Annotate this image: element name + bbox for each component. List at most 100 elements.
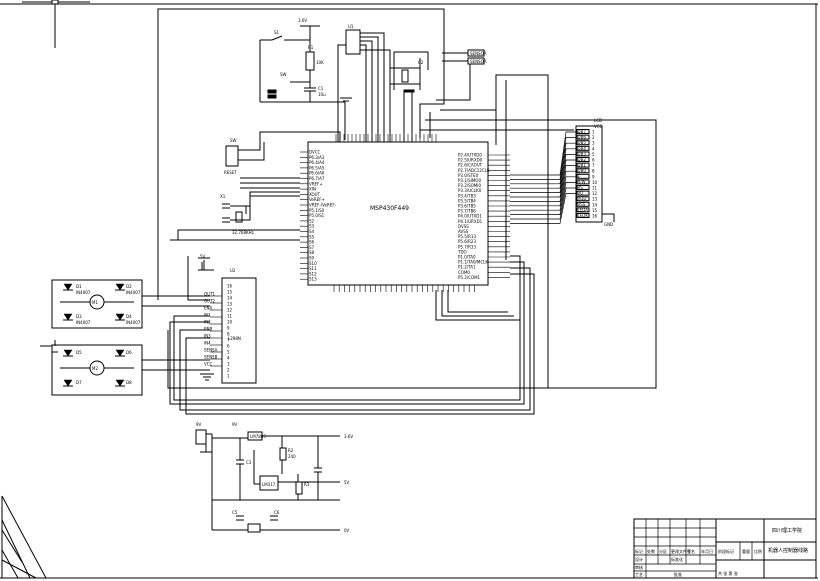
svg-text:240: 240 [288, 454, 296, 459]
mcu-pin-label: P3.3/UCLK0 [458, 188, 482, 193]
lcd-wire [510, 142, 577, 185]
mcu-pin-label: P5.6/R23 [458, 239, 476, 244]
svg-text:IN4007: IN4007 [76, 320, 91, 325]
svg-text:9V: 9V [232, 422, 238, 427]
mcu-right-pins: P2.4/UTXD0P2.5/URXD0P2.6/CAOUTP2.7/ADC12… [457, 153, 510, 280]
mcu-bottom-pins [333, 285, 475, 292]
svg-text:U1: U1 [348, 24, 354, 29]
lcd-pin-number: 12 [592, 191, 598, 196]
l298-pin-number: 9 [227, 326, 230, 331]
sheet-count: 共 张 第 张 [718, 570, 738, 576]
l298-pin-number: 7 [227, 338, 230, 343]
mcu-chip: MSP430F449 DVCCP6.3/A3P6.4/A4P6.5/A5P6.6… [300, 134, 510, 292]
svg-text:IN4007: IN4007 [76, 290, 91, 295]
lcd-wire [510, 148, 577, 189]
svg-text:3.6V: 3.6V [344, 434, 353, 439]
svg-text:SW: SW [230, 138, 237, 143]
mcu-pin-label: COM0 [458, 270, 470, 275]
l298-pin-label: SENSB [204, 355, 218, 360]
svg-text:D6: D6 [126, 350, 132, 355]
svg-text:D4: D4 [126, 314, 132, 319]
lcd-pin-label: VO [578, 191, 584, 196]
svg-text:10K: 10K [316, 60, 324, 65]
svg-text:IN4007: IN4007 [126, 320, 141, 325]
lcd-wire [510, 159, 577, 198]
svg-text:D2: D2 [126, 284, 132, 289]
lcd-pin-box [576, 157, 590, 162]
l298-pin-number: 14 [227, 296, 233, 301]
mcu-pin-label: S3 [309, 224, 315, 229]
lcd-pin-number: 9 [592, 174, 595, 179]
mcu-pin-label: P5.0/S1 [309, 213, 325, 218]
l298-pin-label: OUT1 [204, 292, 216, 297]
mcu-pin-label: S7 [309, 245, 315, 250]
lcd-pin-number: 6 [592, 158, 595, 163]
school-name: 四川理工学院 [772, 527, 802, 534]
l298-pin-label: ENA [204, 306, 213, 311]
lcd-pin-box [576, 151, 590, 157]
mcu-pin-label: P6.7/A7 [309, 176, 325, 181]
mcu-pin-label: P2.7/ADC12CLK [458, 168, 490, 173]
mcu-pin-label: VeREF+ [309, 197, 325, 202]
l298-pin-number: 10 [227, 320, 233, 325]
title-block-label: 分区 [659, 548, 667, 554]
lcd-pin-number: 7 [592, 163, 595, 168]
svg-text:D7: D7 [76, 380, 82, 385]
svg-text:M1: M1 [92, 300, 98, 305]
title-block: 四川理工学院 机器人控制器线路 标记处数分区更改文件号签名年月日设计标准化阶段标… [633, 518, 817, 579]
title-block-label: 工艺 [635, 572, 643, 577]
lcd-pin-label: DB6 [578, 135, 587, 140]
svg-text:SW: SW [280, 72, 287, 77]
l298-pin-label: IN1 [204, 313, 211, 318]
power-supply: 9V 9V LM7805 3.6V C3 LM317 R2 240 R3 [195, 422, 353, 533]
svg-text:LM317: LM317 [262, 482, 276, 487]
mcu-pin-label: S2 [309, 218, 315, 223]
svg-text:SENSOR: SENSOR [470, 51, 487, 56]
mcu-pin-label: P5.1/S0 [309, 208, 325, 213]
mcu-pin-label: P4.1/URXD1 [458, 219, 483, 224]
l298-pin-number: 12 [227, 308, 233, 313]
mcu-pin-label: P6.6/A6 [309, 171, 325, 176]
svg-text:LM7805: LM7805 [250, 434, 266, 439]
lcd-pin-box [576, 162, 590, 168]
l298-pin-number: 5 [227, 350, 230, 355]
lcd-pin-number: 11 [592, 186, 598, 191]
lcd-pin-box [576, 168, 590, 174]
lcd-pin-box [576, 140, 590, 146]
mcu-pin-label: S4 [309, 229, 315, 234]
mcu-pin-label: S9 [309, 256, 315, 261]
svg-text:C3: C3 [246, 460, 252, 465]
svg-text:VCC: VCC [594, 124, 603, 129]
lcd-pin-label: VSS [578, 202, 586, 207]
svg-text:5V: 5V [344, 480, 350, 485]
title-block-label: 处数 [647, 548, 655, 554]
svg-text:R2: R2 [288, 448, 294, 453]
mcu-pin-label: S10 [309, 261, 317, 266]
svg-text:5V: 5V [200, 254, 206, 259]
mcu-pin-label: VREF-/VeREF- [309, 203, 337, 208]
svg-text:IN4007: IN4007 [126, 290, 141, 295]
lcd-pin-number: 13 [592, 197, 598, 202]
l298-pin-label: SENSA [204, 348, 218, 353]
mcu-pin-label: DVCC [309, 150, 321, 155]
title-block-label: 设计 [635, 556, 643, 562]
lcd-pin-number: 8 [592, 169, 595, 174]
lcd-pin-number: 15 [592, 208, 598, 213]
title-block-label: 标准化 [671, 556, 683, 562]
l298-pin-number: 11 [227, 314, 233, 319]
top-bus-wires [157, 8, 657, 389]
mcu-pin-label: P3.4/TB3 [458, 193, 476, 198]
l298-pin-number: 3 [227, 362, 230, 367]
title-block-label: 批准 [674, 571, 682, 577]
mcu-pin-label: S13 [309, 277, 317, 282]
mcu-pin-label: P3.7/TB6 [458, 209, 476, 214]
mcu-pin-label: P2.4/UTXD0 [458, 153, 482, 158]
mcu-pin-label: P6.3/A3 [309, 155, 325, 160]
mcu-pin-label: P5.5/R13 [458, 234, 476, 239]
lcd-pin-label: LEDA [578, 207, 589, 212]
lcd-wire [510, 165, 577, 202]
l298-pin-number: 15 [227, 290, 233, 295]
mcu-pin-label: S11 [309, 266, 317, 271]
